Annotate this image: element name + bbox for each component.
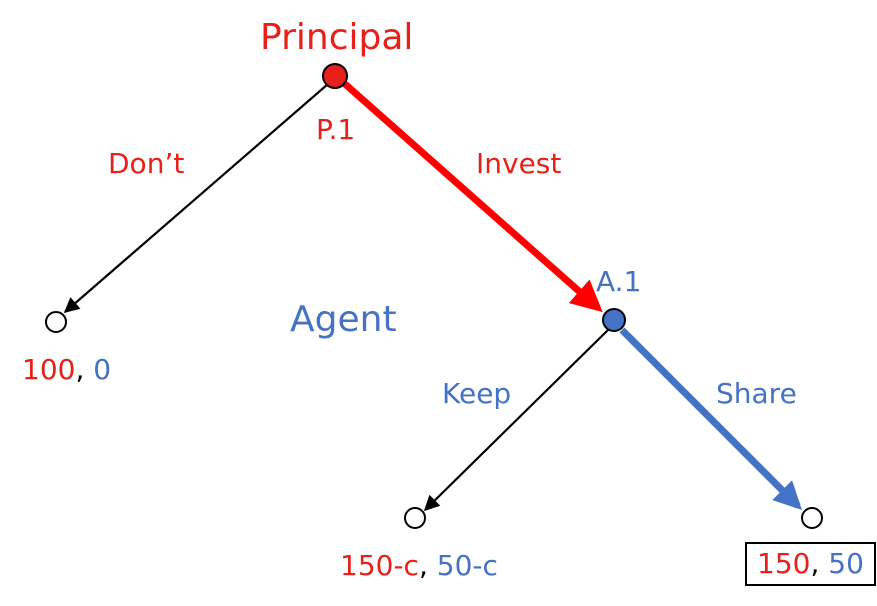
payoff-dont-separator: ,: [75, 353, 94, 386]
principal-decision-node: [322, 63, 348, 89]
edge-agent-keep: [423, 329, 609, 512]
agent-decision-node: [602, 308, 626, 332]
payoff-keep-agent: 50-c: [436, 549, 498, 582]
payoff-share-principal: 150: [757, 547, 811, 580]
payoff-dont-agent: 0: [93, 353, 112, 386]
payoff-dont: 100, 0: [22, 356, 111, 384]
edge-agent-share: [619, 327, 802, 510]
payoff-share-agent: 50: [828, 547, 864, 580]
payoff-share-equilibrium-box: 150, 50: [745, 542, 876, 586]
edge-principal-invest: [342, 81, 603, 313]
action-label-keep: Keep: [442, 377, 512, 410]
payoff-share-separator: ,: [810, 547, 829, 580]
payoff-keep: 150-c, 50-c: [340, 552, 498, 580]
terminal-node-keep: [404, 507, 426, 529]
principal-player-label: Principal: [260, 17, 414, 58]
terminal-node-share: [801, 507, 823, 529]
edge-principal-dont: [63, 83, 329, 314]
agent-player-label: Agent: [290, 299, 397, 340]
payoff-dont-principal: 100: [22, 353, 76, 386]
agent-node-label: A.1: [596, 265, 642, 298]
action-label-dont: Don’t: [108, 147, 185, 180]
action-label-share: Share: [716, 377, 797, 410]
payoff-keep-principal: 150-c: [340, 549, 419, 582]
principal-node-label: P.1: [316, 113, 356, 146]
action-label-invest: Invest: [476, 147, 562, 180]
terminal-node-dont: [45, 311, 67, 333]
payoff-keep-separator: ,: [418, 549, 437, 582]
